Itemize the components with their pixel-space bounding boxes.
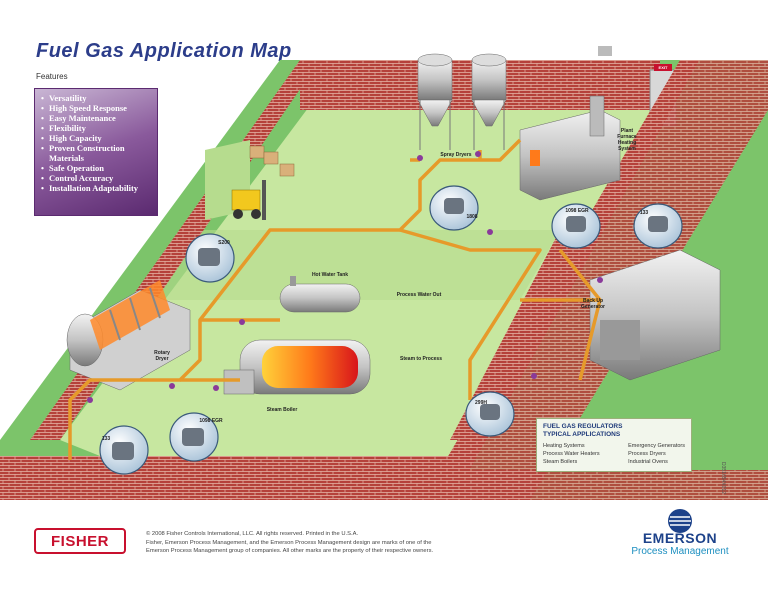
emerson-logo: EMERSON Process Management bbox=[620, 508, 740, 557]
feature-item: Easy Maintenance bbox=[41, 113, 153, 123]
fisher-logo-text: FISHER bbox=[50, 532, 109, 550]
features-label: Features bbox=[36, 72, 68, 81]
regulator-label: 133 bbox=[101, 436, 111, 442]
emerson-name: EMERSON bbox=[642, 530, 718, 546]
feature-item: Installation Adaptability bbox=[41, 183, 153, 193]
reg-col-2: Emergency Generators Process Dryers Indu… bbox=[628, 442, 685, 466]
reg-box-subtitle: TYPICAL APPLICATIONS bbox=[543, 431, 621, 438]
plant-furnace bbox=[519, 95, 621, 201]
steam-boiler bbox=[223, 339, 371, 395]
label-exit: EXIT bbox=[658, 65, 668, 70]
label-steam-to-process: Steam to Process bbox=[400, 356, 442, 362]
feature-item: High Speed Response bbox=[41, 103, 153, 113]
feature-item: Versatility bbox=[41, 93, 153, 103]
reg-box-title: FUEL GAS REGULATORS bbox=[543, 423, 623, 430]
reg-item: Emergency Generators bbox=[628, 443, 685, 449]
partition-wall bbox=[450, 230, 580, 440]
spray-dryers bbox=[417, 53, 507, 150]
copyright-line: Fisher, Emerson Process Management, and … bbox=[146, 539, 432, 546]
regulator-label: 1098 EGR bbox=[199, 418, 223, 424]
reg-item: Process Water Heaters bbox=[543, 451, 600, 457]
gas-valves bbox=[87, 151, 603, 403]
reg-item: Steam Boilers bbox=[543, 459, 578, 465]
back-up-generator bbox=[589, 249, 721, 381]
regulator-label: 1098 EGR bbox=[565, 208, 589, 214]
label-process-water-out: Process Water Out bbox=[396, 292, 442, 298]
regulator-label: S200 bbox=[218, 240, 230, 246]
regulator-bubbles bbox=[99, 185, 683, 475]
emerson-globe-icon bbox=[668, 509, 692, 533]
regulator-icons bbox=[112, 198, 668, 460]
feature-item: Safe Operation bbox=[41, 163, 153, 173]
label-steam-boiler: Steam Boiler bbox=[266, 407, 298, 413]
storage-boxes bbox=[249, 145, 295, 177]
copyright-line: © 2008 Fisher Controls International, LL… bbox=[146, 531, 359, 537]
feature-item: High Capacity bbox=[41, 133, 153, 143]
label-spray-dryers: Spray Dryers bbox=[440, 152, 472, 158]
regulator-label: 133 bbox=[639, 210, 649, 216]
copyright-text: © 2008 Fisher Controls International, LL… bbox=[146, 530, 506, 556]
feature-item: Proven Construction Materials bbox=[41, 143, 153, 163]
fisher-logo: FISHER bbox=[34, 528, 126, 554]
label-back-up-generator: Back Up Generator bbox=[581, 298, 605, 310]
regulator-label: 299H bbox=[475, 400, 487, 406]
copyright-line: Emerson Process Management group of comp… bbox=[146, 548, 434, 554]
regulator-label: 1808 bbox=[466, 214, 478, 220]
reg-item: Industrial Ovens bbox=[628, 459, 668, 465]
rotary-dryer bbox=[66, 280, 191, 391]
forklift bbox=[231, 180, 266, 220]
document-id: D351654X012 bbox=[720, 462, 726, 494]
regulator-applications-box: FUEL GAS REGULATORS TYPICAL APPLICATIONS… bbox=[536, 418, 692, 472]
front-wall bbox=[0, 456, 470, 500]
hot-water-tank bbox=[279, 276, 361, 313]
emerson-sub: Process Management bbox=[631, 546, 729, 557]
reg-item: Process Dryers bbox=[628, 451, 666, 457]
label-rotary-dryer: Rotary Dryer bbox=[154, 350, 170, 362]
feature-item: Control Accuracy bbox=[41, 173, 153, 183]
reg-item: Heating Systems bbox=[543, 443, 585, 449]
reg-col-1: Heating Systems Process Water Heaters St… bbox=[543, 442, 600, 466]
features-box: Versatility High Speed Response Easy Mai… bbox=[34, 88, 158, 216]
feature-item: Flexibility bbox=[41, 123, 153, 133]
label-hot-water-tank: Hot Water Tank bbox=[311, 272, 349, 278]
label-plant-furnace: Plant Furnace Heating System bbox=[617, 128, 637, 152]
gas-pipes bbox=[68, 138, 602, 460]
page-title: Fuel Gas Application Map bbox=[36, 40, 292, 62]
